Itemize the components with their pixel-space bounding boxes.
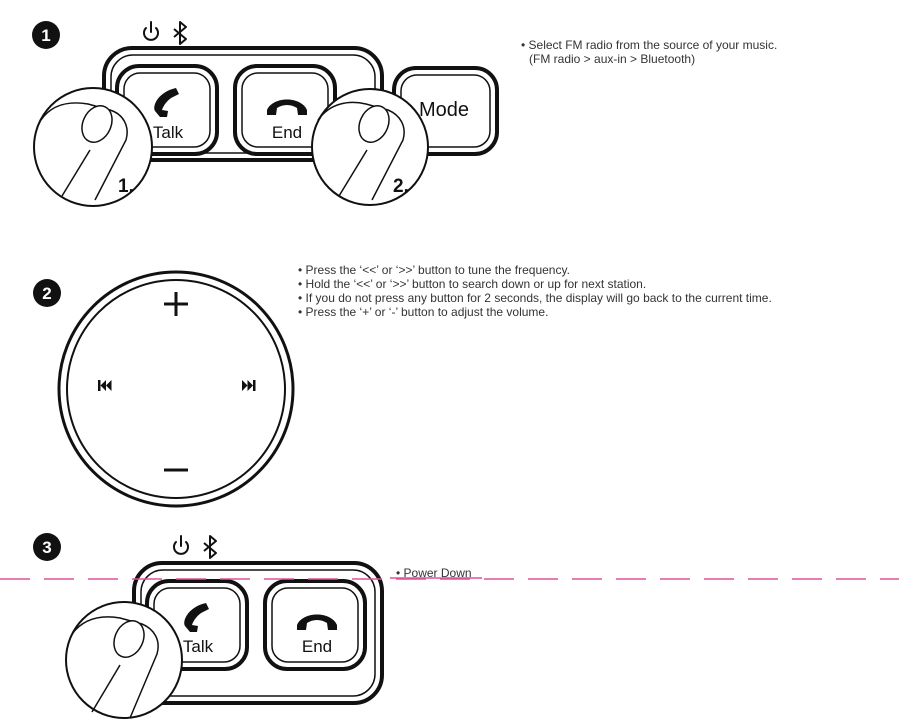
instruction-line: • Press the ‘<<’ or ‘>>’ button to tune … <box>298 263 570 277</box>
finger-press-icon <box>81 105 113 143</box>
instruction-line: • Press the ‘+’ or ‘-’ button to adjust … <box>298 305 549 319</box>
end-button[interactable]: End <box>263 579 367 671</box>
step-2-number: 2 <box>42 284 51 303</box>
finger-press-icon <box>113 620 145 658</box>
power-icon <box>143 21 159 41</box>
end-label: End <box>272 123 302 142</box>
instruction-line: • Power Down <box>396 566 472 580</box>
finger-press-3 <box>65 601 183 719</box>
instruction-line: (FM radio > aux-in > Bluetooth) <box>529 52 696 66</box>
instruction-line: • Select FM radio from the source of you… <box>521 38 778 52</box>
step-1-marker <box>32 21 60 49</box>
step-1-instructions: • Select FM radio from the source of you… <box>521 38 777 66</box>
skip-previous-icon[interactable] <box>98 380 112 391</box>
step-2-marker <box>33 279 61 307</box>
mode-label: Mode <box>419 99 469 121</box>
step-3-marker <box>33 533 61 561</box>
step-2: 2 <box>33 270 295 508</box>
step-3: 3 Talk End <box>33 533 384 719</box>
step-3-instructions: • Power Down <box>396 566 472 580</box>
bluetooth-icon <box>173 21 187 45</box>
finger-press-icon <box>358 105 390 143</box>
bluetooth-icon <box>203 535 217 559</box>
step-2-instructions: • Press the ‘<<’ or ‘>>’ button to tune … <box>298 263 772 319</box>
volume-up-button[interactable] <box>164 292 188 316</box>
press-label-1: 1. <box>118 176 134 197</box>
press-label-2: 2. <box>393 176 409 197</box>
finger-press-1: 1. <box>33 87 153 207</box>
talk-label: Talk <box>183 637 214 656</box>
finger-press-2: 2. <box>311 88 429 206</box>
end-label: End <box>302 637 332 656</box>
control-wheel[interactable] <box>57 270 295 508</box>
step-1-number: 1 <box>41 26 50 45</box>
talk-label: Talk <box>153 123 184 142</box>
skip-next-icon[interactable] <box>242 380 256 391</box>
step-1: 1 Talk End Mode <box>32 21 499 207</box>
power-icon <box>173 535 189 555</box>
instruction-line: • Hold the ‘<<’ or ‘>>’ button to search… <box>298 277 647 291</box>
instruction-line: • If you do not press any button for 2 s… <box>298 291 772 305</box>
step-3-number: 3 <box>42 538 51 557</box>
